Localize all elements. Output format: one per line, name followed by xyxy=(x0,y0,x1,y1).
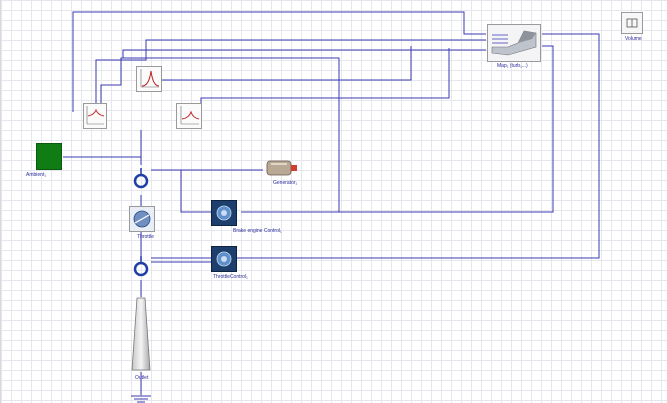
wire-second-loop xyxy=(95,39,486,112)
map-block[interactable] xyxy=(487,24,541,62)
flow-port-lower[interactable] xyxy=(131,256,151,280)
engine-control-label: Brake engine Control₁ xyxy=(233,228,282,234)
engine-control-block[interactable] xyxy=(211,200,237,226)
generator-block[interactable] xyxy=(263,158,301,178)
table-block[interactable] xyxy=(621,12,643,34)
plot-block-right[interactable] xyxy=(176,103,202,129)
plot-curve-icon xyxy=(180,106,200,125)
throttle-valve-icon xyxy=(133,210,151,228)
ambient-block[interactable] xyxy=(36,143,62,170)
generator-icon xyxy=(266,160,297,176)
pipe-block[interactable] xyxy=(129,296,153,372)
flow-port-upper[interactable] xyxy=(131,168,151,192)
wire-plot-up xyxy=(143,46,412,90)
map-label: Map₁ (turb₁...) xyxy=(497,63,528,69)
control-chip-icon xyxy=(216,205,232,221)
pipe-icon xyxy=(131,297,151,371)
wire-generator-engine xyxy=(151,169,211,213)
pipe-label: Outlet xyxy=(135,375,149,381)
table-label: Volume xyxy=(625,36,642,42)
ambient-label: Ambient₁ xyxy=(26,172,47,178)
control-chip-icon xyxy=(216,251,232,267)
wire-top-loop xyxy=(72,11,486,112)
throttle-control-label: ThrottleControl₁ xyxy=(213,274,248,280)
map-surface-icon xyxy=(491,30,537,56)
flow-port-icon xyxy=(133,168,149,189)
generator-label: Generator₁ xyxy=(273,180,298,186)
wire-right-loop xyxy=(122,49,486,58)
table-grid-icon xyxy=(626,18,638,28)
wire-map-right xyxy=(151,33,600,259)
plot-block-left[interactable] xyxy=(83,103,107,129)
throttle-label: Throttle xyxy=(137,234,154,240)
wire-mid-vertical xyxy=(114,57,340,212)
ground-symbol xyxy=(131,395,151,403)
throttle-control-block[interactable] xyxy=(211,246,237,272)
throttle-block[interactable] xyxy=(129,206,155,232)
wire-map-engine xyxy=(241,45,554,213)
plot-curve-icon xyxy=(140,69,160,88)
flow-port-icon xyxy=(133,256,149,277)
plot-block-top[interactable] xyxy=(136,66,162,92)
plot-curve-icon xyxy=(86,106,105,125)
